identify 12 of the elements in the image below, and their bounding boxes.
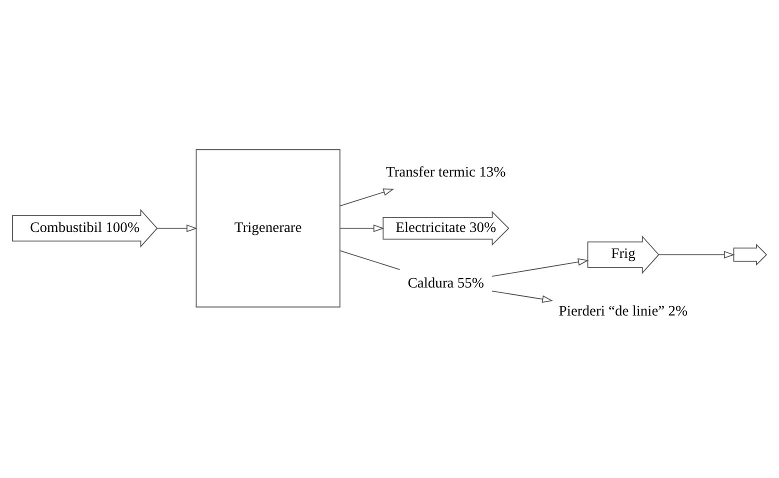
arrow [340, 224, 384, 232]
node-box: Trigenerare [196, 149, 340, 308]
arrow [156, 224, 198, 232]
node-arrow [733, 244, 768, 266]
node-text: Transfer termic 13% [386, 164, 506, 180]
connector [340, 250, 400, 270]
node-text: Pierderi “de linie” 2% [558, 303, 688, 320]
arrow [492, 290, 554, 303]
node-text: Caldura 55% [408, 275, 484, 292]
arrow [492, 258, 589, 277]
arrow [658, 250, 735, 259]
arrow [340, 188, 394, 206]
